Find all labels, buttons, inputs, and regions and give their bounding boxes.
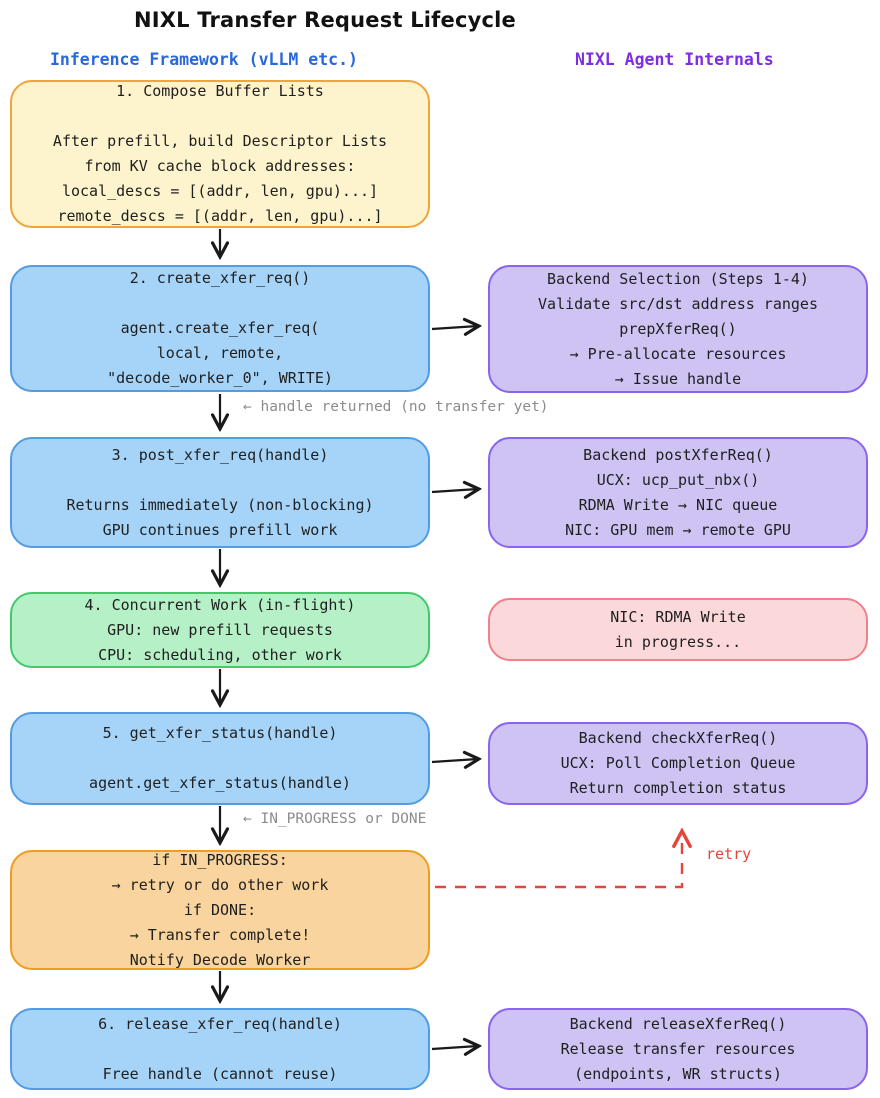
backend-release-xfer-req-text: Backend releaseXferReq() Release transfe… <box>560 1014 796 1083</box>
step5-get-xfer-status-box: 5. get_xfer_status(handle) agent.get_xfe… <box>10 712 430 805</box>
step2-create-xfer-req-box: 2. create_xfer_req() agent.create_xfer_r… <box>10 265 430 392</box>
step3-post-xfer-req-box: 3. post_xfer_req(handle) Returns immedia… <box>10 437 430 548</box>
arrow-step6-to-backend-release <box>431 1046 478 1049</box>
arrow-step2-to-backend-selection <box>431 326 478 329</box>
step4-concurrent-work-box: 4. Concurrent Work (in-flight) GPU: new … <box>10 592 430 668</box>
column-header-inference-framework: Inference Framework (vLLM etc.) <box>50 50 358 69</box>
step2-text: 2. create_xfer_req() agent.create_xfer_r… <box>107 269 333 387</box>
column-header-nixl-agent-internals: NIXL Agent Internals <box>575 50 774 69</box>
backend-post-xfer-req-text: Backend postXferReq() UCX: ucp_put_nbx()… <box>565 445 791 539</box>
status-result-note: ← IN_PROGRESS or DONE <box>243 811 427 827</box>
step1-compose-buffer-lists-box: 1. Compose Buffer Lists After prefill, b… <box>10 80 430 228</box>
backend-selection-text: Backend Selection (Steps 1-4) Validate s… <box>538 269 818 388</box>
backend-post-xfer-req-box: Backend postXferReq() UCX: ucp_put_nbx()… <box>488 437 868 548</box>
nic-rdma-in-progress-text: NIC: RDMA Write in progress... <box>610 607 746 651</box>
backend-check-xfer-req-text: Backend checkXferReq() UCX: Poll Complet… <box>560 729 796 797</box>
handle-returned-note: ← handle returned (no transfer yet) <box>243 399 549 415</box>
backend-check-xfer-req-box: Backend checkXferReq() UCX: Poll Complet… <box>488 722 868 805</box>
backend-release-xfer-req-box: Backend releaseXferReq() Release transfe… <box>488 1008 868 1090</box>
step3-text: 3. post_xfer_req(handle) Returns immedia… <box>66 445 374 539</box>
step4-text: 4. Concurrent Work (in-flight) GPU: new … <box>84 595 356 664</box>
arrow-step3-to-backend-post <box>431 489 478 492</box>
step1-text: 1. Compose Buffer Lists After prefill, b… <box>52 82 388 225</box>
retry-dashed-arrow <box>435 832 682 889</box>
page-title: NIXL Transfer Request Lifecycle <box>134 8 516 32</box>
step5-text: 5. get_xfer_status(handle) agent.get_xfe… <box>89 724 351 792</box>
step6-text: 6. release_xfer_req(handle) Free handle … <box>98 1014 342 1083</box>
status-branch-text: if IN_PROGRESS: → retry or do other work… <box>111 850 329 969</box>
status-branch-box: if IN_PROGRESS: → retry or do other work… <box>10 850 430 970</box>
nic-rdma-in-progress-box: NIC: RDMA Write in progress... <box>488 598 868 661</box>
step6-release-xfer-req-box: 6. release_xfer_req(handle) Free handle … <box>10 1008 430 1090</box>
backend-selection-box: Backend Selection (Steps 1-4) Validate s… <box>488 265 868 393</box>
retry-label: retry <box>706 845 752 863</box>
arrow-step5-to-backend-check <box>431 759 478 762</box>
